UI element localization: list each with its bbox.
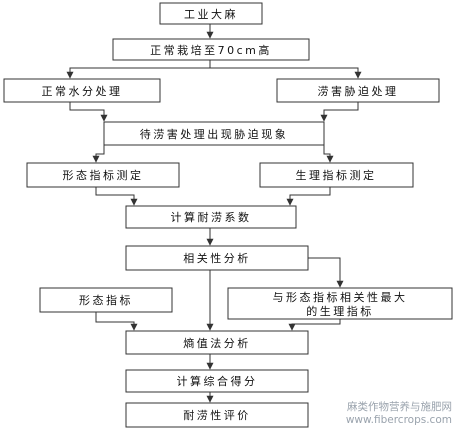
node-physiology-measure-label: 生理指标测定 xyxy=(296,168,377,182)
arrow-n5-n6 xyxy=(92,145,105,163)
arrow-n4-n5 xyxy=(320,102,359,122)
watermark: 麻类作物营养与施肥网 www.fibercrops.com xyxy=(346,401,452,427)
node-morphology-index-label: 形态指标 xyxy=(79,293,133,307)
watermark-title: 麻类作物营养与施肥网 xyxy=(347,401,452,413)
node-entropy-analysis: 熵值法分析 xyxy=(125,330,309,355)
arrow-n3-n5 xyxy=(69,102,108,122)
node-morphology-measure-label: 形态指标测定 xyxy=(63,168,144,182)
arrow-n7-n8 xyxy=(286,187,331,206)
node-waterlogging-stress: 涝害胁迫处理 xyxy=(276,78,440,103)
node-normal-water-treatment-label: 正常水分处理 xyxy=(42,85,123,98)
arrow-n9-n11 xyxy=(308,257,344,288)
arrow-n2-n3 xyxy=(66,67,210,79)
node-normal-cultivation: 正常栽培至70cm高 xyxy=(112,38,310,61)
node-max-correlation-physiology-label-line1: 与形态指标相关性最大 xyxy=(273,290,408,304)
node-stress-appearance-label: 待涝害处理出现胁迫现象 xyxy=(140,127,289,141)
node-tolerance-evaluation: 耐涝性评价 xyxy=(125,402,309,428)
node-waterlogging-stress-label: 涝害胁迫处理 xyxy=(318,84,399,98)
node-max-correlation-physiology-label-line2: 的生理指标 xyxy=(306,304,374,318)
node-tolerance-coefficient-label: 计算耐涝系数 xyxy=(171,210,252,224)
node-correlation-analysis-label: 相关性分析 xyxy=(183,251,251,265)
arrow-n11-n12 xyxy=(288,319,341,331)
node-industrial-hemp-label: 工业大麻 xyxy=(184,7,238,21)
node-normal-cultivation-label: 正常栽培至70cm高 xyxy=(150,43,272,57)
node-entropy-analysis-label: 熵值法分析 xyxy=(183,336,251,350)
node-correlation-analysis: 相关性分析 xyxy=(125,245,309,271)
node-physiology-measure: 生理指标测定 xyxy=(259,162,414,188)
node-stress-appearance: 待涝害处理出现胁迫现象 xyxy=(103,121,325,146)
node-tolerance-coefficient: 计算耐涝系数 xyxy=(125,205,297,229)
node-composite-score: 计算综合得分 xyxy=(125,369,309,393)
node-composite-score-label: 计算综合得分 xyxy=(177,374,258,388)
node-normal-water-treatment: 正常水分处理 xyxy=(3,78,161,103)
node-max-correlation-physiology: 与形态指标相关性最大 的生理指标 xyxy=(227,287,453,320)
arrow-n6-n8 xyxy=(95,187,138,206)
arrow-n5-n7 xyxy=(323,145,334,163)
connectors xyxy=(66,24,362,403)
watermark-url: www.fibercrops.com xyxy=(345,414,452,426)
node-industrial-hemp: 工业大麻 xyxy=(159,2,263,25)
node-morphology-index: 形态指标 xyxy=(39,287,173,313)
arrow-n2-n4 xyxy=(210,67,362,79)
arrow-n10-n12 xyxy=(95,312,138,331)
node-morphology-measure: 形态指标测定 xyxy=(26,162,180,188)
node-tolerance-evaluation-label: 耐涝性评价 xyxy=(183,408,251,422)
